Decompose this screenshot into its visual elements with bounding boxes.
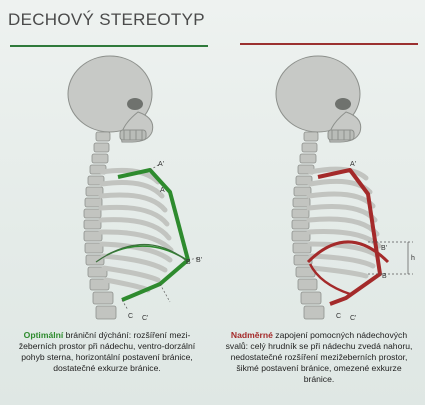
label-b-prime: B' (196, 257, 202, 264)
spine (84, 132, 116, 319)
label-c: C (128, 313, 133, 320)
label-b: B (186, 259, 191, 266)
optimal-highlight: Optimální (24, 330, 64, 340)
optimal-breathing-skeleton: A' A B B' C C' (10, 52, 215, 327)
skull-icon (68, 56, 153, 142)
page-title: DECHOVÝ STEREOTYP (8, 10, 205, 30)
excessive-chest-outline (308, 170, 388, 304)
label-b: B (382, 273, 387, 280)
label-c-prime: C' (142, 315, 148, 322)
excessive-highlight: Nadměrné (231, 330, 273, 340)
skull-icon (276, 56, 361, 142)
label-a-prime: A' (158, 161, 164, 168)
red-divider (240, 43, 418, 45)
label-h: h (411, 255, 415, 262)
label-a-prime: A' (350, 161, 356, 168)
spine (292, 132, 324, 319)
label-c: C (336, 313, 341, 320)
excessive-breathing-skeleton: A' B' B h C C' (218, 52, 423, 327)
label-a: A (160, 187, 165, 194)
optimal-caption: Optimální brániční dýchání: rozšíření me… (8, 330, 206, 374)
rib-cage (309, 169, 379, 276)
label-c-prime: C' (350, 315, 356, 322)
label-b-prime: B' (381, 245, 387, 252)
green-divider (10, 45, 208, 47)
excessive-caption: Nadměrné zapojení pomocných nádechových … (220, 330, 418, 385)
